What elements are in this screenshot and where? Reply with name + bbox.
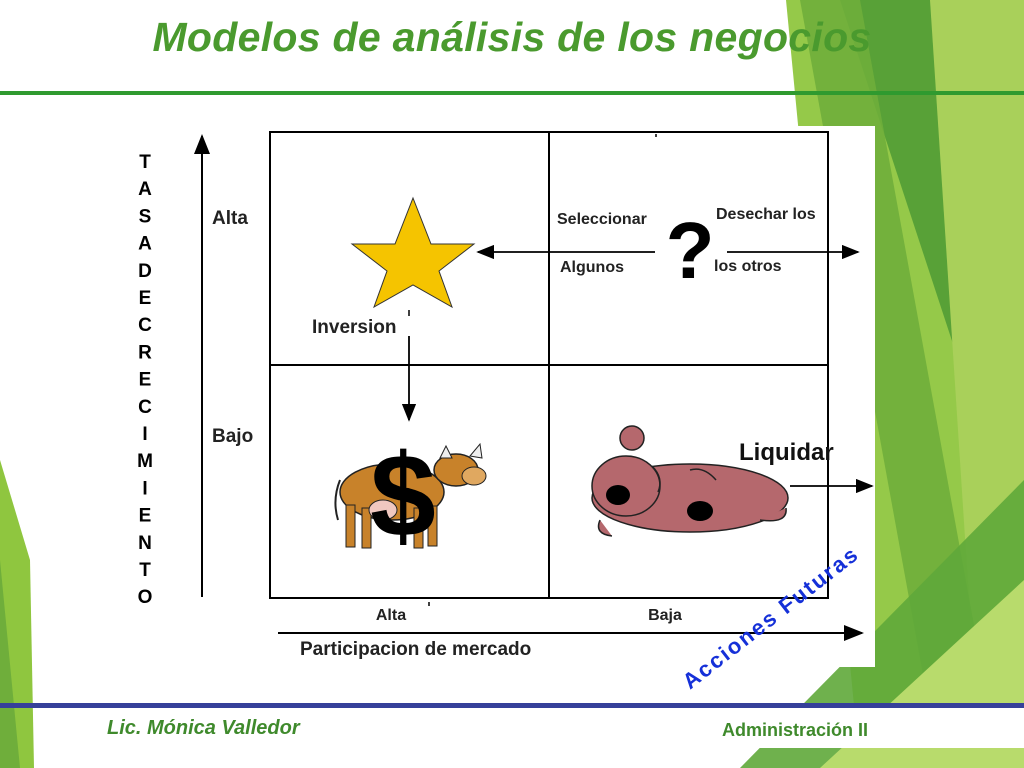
star-label: Inversion (312, 317, 396, 338)
select-label-line1: Seleccionar (557, 211, 647, 228)
discard-label-line2: los otros (714, 258, 782, 275)
x-level-low: Baja (648, 607, 682, 624)
y-axis-label-letter: R (138, 342, 152, 363)
title-divider (0, 91, 1024, 95)
y-axis-label-letter: I (142, 424, 147, 445)
y-axis-label-letter: C (138, 315, 152, 336)
y-axis-label-letter: D (138, 261, 152, 282)
dog-icon (591, 425, 789, 537)
y-axis-label-letter: N (138, 533, 152, 554)
dog-label: Liquidar (739, 439, 834, 466)
y-axis-label-letter: E (139, 370, 152, 391)
footer-bar (34, 708, 1024, 748)
star-icon (350, 196, 476, 309)
y-axis-label-letter: M (137, 451, 153, 472)
y-axis-label-letter: E (139, 506, 152, 527)
slide-title: Modelos de análisis de los negocios (152, 14, 872, 60)
footer-author: Lic. Mónica Valledor (107, 717, 300, 739)
discard-label-line1: Desechar los (716, 206, 816, 223)
y-axis-label-letter: T (139, 560, 151, 581)
dollar-icon: $ (370, 430, 436, 562)
footer-course: Administración II (722, 720, 869, 740)
x-level-high: Alta (376, 607, 406, 624)
y-axis-label-letter: A (138, 234, 152, 255)
y-level-high: Alta (212, 208, 248, 229)
cow-icon (334, 442, 487, 549)
question-mark-icon: ? (666, 206, 715, 295)
y-level-low: Bajo (212, 426, 253, 447)
select-label-line2: Algunos (560, 259, 624, 276)
footer-divider (0, 703, 1024, 708)
x-axis-label: Participacion de mercado (300, 639, 531, 660)
y-axis-label-letter: S (139, 206, 152, 227)
y-axis-label-letter: O (138, 587, 153, 608)
y-axis-label-letter: C (138, 397, 152, 418)
y-axis-label-letter: A (138, 179, 152, 200)
y-axis-label-letter: E (139, 288, 152, 309)
future-actions-label: Acciones Futuras (678, 541, 864, 694)
y-axis-label-letter: T (139, 152, 151, 173)
y-axis-label-letter: I (142, 478, 147, 499)
diagram-panel (183, 126, 875, 667)
